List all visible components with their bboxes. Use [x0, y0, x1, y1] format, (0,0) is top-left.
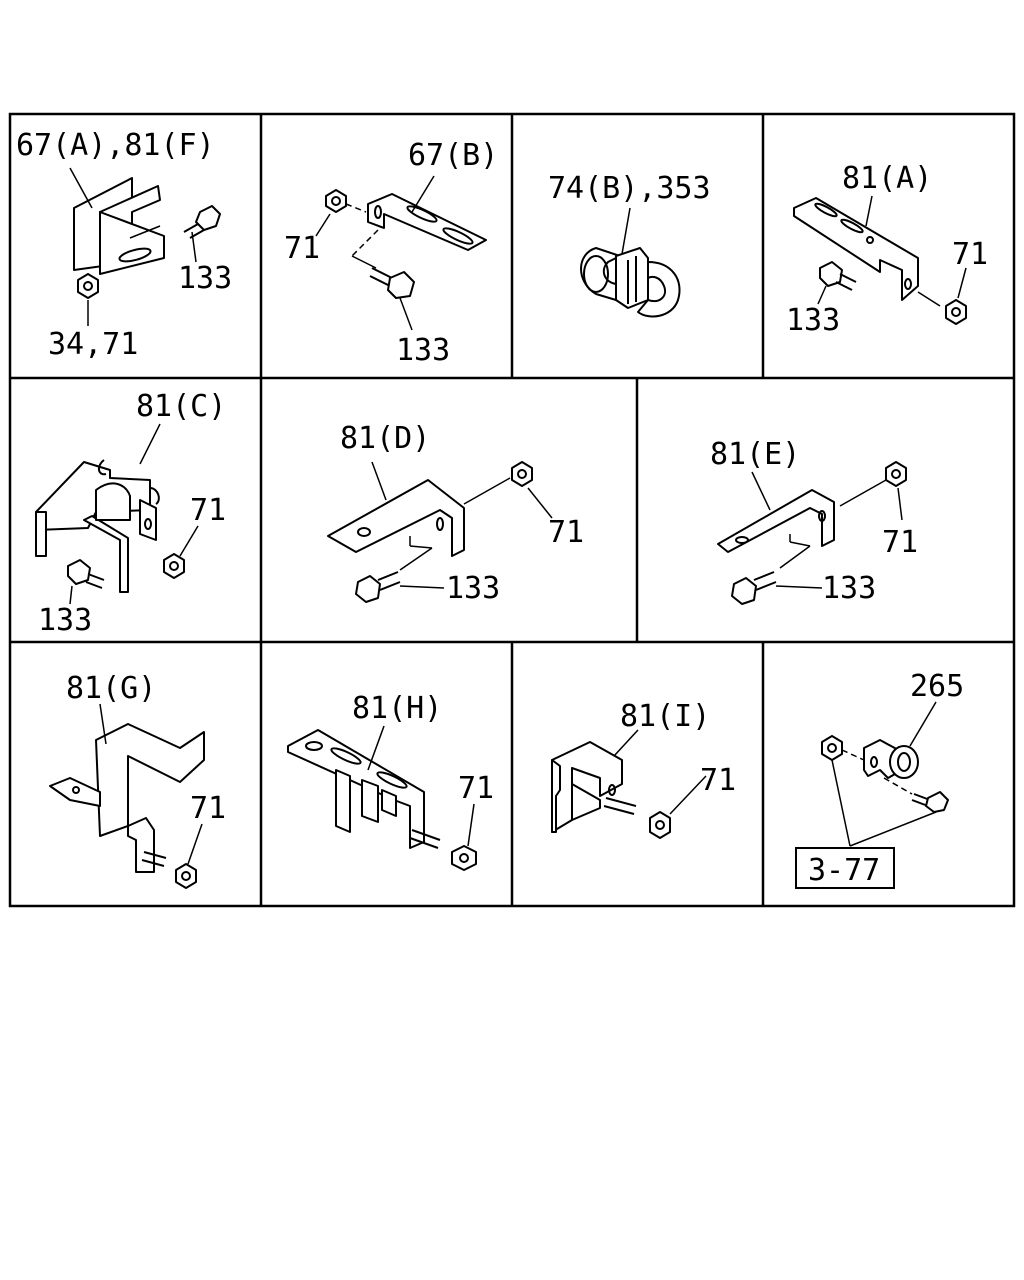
bracket-67b [367, 193, 487, 251]
nut-icon [821, 735, 843, 761]
label-81e: 81(E) [710, 437, 800, 472]
washer-icon [511, 461, 533, 487]
label-133: 133 [178, 261, 232, 296]
panel-74b-353: 74(B),353 [548, 171, 711, 318]
bolt-icon [409, 829, 441, 849]
label-71: 71 [284, 231, 320, 266]
panel-81c: 81(C) 71 133 [35, 389, 226, 638]
panel-81g: 81(G) 71 [49, 671, 226, 889]
label-81i: 81(I) [620, 699, 710, 734]
bolt-icon [141, 851, 167, 867]
panel-grid [8, 112, 1016, 908]
label-71: 71 [190, 791, 226, 826]
nut-icon [77, 273, 99, 299]
label-71: 71 [952, 237, 988, 272]
nut-icon [175, 863, 197, 889]
label-81h: 81(H) [352, 691, 442, 726]
nut-icon [451, 845, 477, 871]
bracket-81g [49, 723, 205, 873]
label-ref-3-77: 3-77 [808, 853, 880, 888]
panel-81h: 81(H) 71 [287, 691, 494, 871]
bolt-icon [67, 559, 105, 589]
panel-67b: 67(B) 71 133 [284, 138, 498, 368]
bolt-icon [731, 571, 777, 605]
label-133: 133 [446, 571, 500, 606]
panel-81i: 81(I) 71 [551, 699, 736, 839]
bolt-icon [819, 261, 857, 291]
bolt-icon [911, 791, 949, 813]
label-81a: 81(A) [842, 161, 932, 196]
bolt-icon [183, 205, 221, 239]
label-81g: 81(G) [66, 671, 156, 706]
bolt-icon [355, 571, 401, 603]
label-81d: 81(D) [340, 421, 430, 456]
bolt-icon [369, 267, 415, 299]
label-67a-81f: 67(A),81(F) [16, 128, 215, 163]
label-71: 71 [700, 763, 736, 798]
nut-icon [325, 189, 347, 213]
nut-icon [649, 811, 671, 839]
panel-81a: 81(A) 71 133 [786, 161, 988, 338]
bracket-81h [287, 729, 425, 849]
washer-icon [885, 461, 907, 487]
label-71: 71 [190, 493, 226, 528]
label-133: 133 [396, 333, 450, 368]
label-133: 133 [822, 571, 876, 606]
panel-81e: 81(E) 71 133 [710, 437, 918, 606]
label-71: 71 [882, 525, 918, 560]
label-133: 133 [38, 603, 92, 638]
bolt-icon [603, 797, 637, 815]
clip-icon [580, 247, 681, 318]
label-34-71: 34,71 [48, 327, 138, 362]
panel-265: 265 3-77 [795, 669, 964, 889]
label-74b-353: 74(B),353 [548, 171, 711, 206]
panel-67a-81f: 67(A),81(F) 133 34,71 [16, 128, 232, 362]
nut-icon [945, 299, 967, 325]
reference-box [795, 847, 895, 889]
bracket-81e [717, 489, 835, 553]
panel-81d: 81(D) 71 133 [327, 421, 584, 606]
label-81c: 81(C) [136, 389, 226, 424]
label-71: 71 [458, 771, 494, 806]
clamp-265 [863, 739, 919, 779]
bracket-81c [35, 459, 160, 593]
bracket-81i [551, 741, 623, 833]
label-71: 71 [548, 515, 584, 550]
label-133: 133 [786, 303, 840, 338]
label-265: 265 [910, 669, 964, 704]
bracket-81a [793, 197, 919, 301]
bracket-81d [327, 479, 465, 557]
nut-icon [163, 553, 185, 579]
label-67b: 67(B) [408, 138, 498, 173]
